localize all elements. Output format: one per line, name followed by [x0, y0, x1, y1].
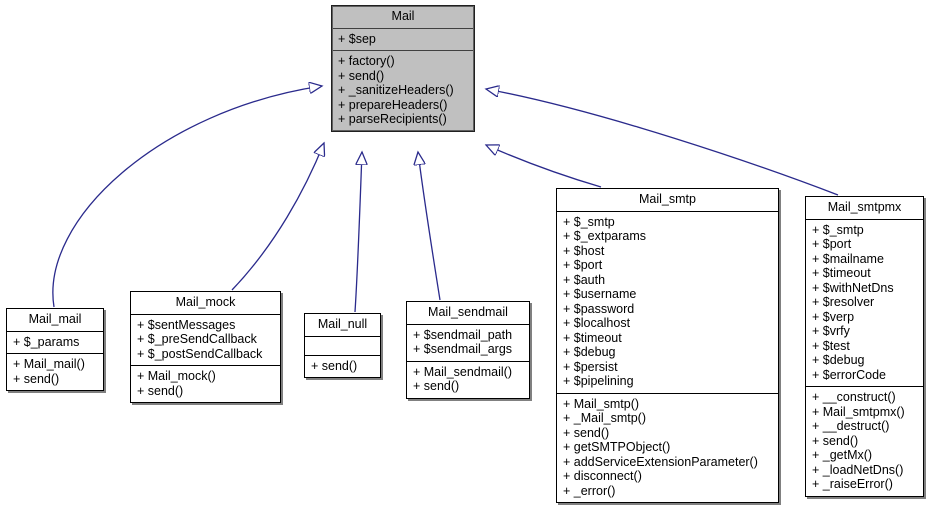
class-attributes-mail_smtpmx: + $_smtp + $port + $mailname + $timeout …: [806, 219, 923, 387]
class-name-mail_mail: Mail_mail: [7, 309, 103, 332]
class-member: + $sendmail_args: [413, 342, 513, 356]
class-member: + disconnect(): [563, 469, 642, 483]
class-methods-mail: + factory() + send() + _sanitizeHeaders(…: [332, 51, 474, 131]
class-attributes-mail_mock: + $sentMessages + $_preSendCallback + $_…: [131, 314, 280, 366]
class-member: + $port: [812, 237, 852, 251]
class-member: + $password: [563, 301, 635, 316]
class-box-mail_mail[interactable]: Mail_mail + $_params + Mail_mail() + sen…: [6, 308, 104, 391]
class-member: + $_params: [13, 334, 80, 349]
class-member: + _sanitizeHeaders(): [338, 83, 454, 97]
class-member: + send(): [137, 383, 184, 398]
class-member: + parseRecipients(): [338, 112, 447, 126]
class-name-mail_null: Mail_null: [305, 314, 380, 337]
class-name-mail_sendmail: Mail_sendmail: [407, 302, 529, 325]
class-name-mail_mock: Mail_mock: [131, 292, 280, 315]
class-member: + $verp: [812, 309, 855, 324]
edge-mail_mail-to-mail: [52, 86, 322, 308]
class-member: + $mailname: [812, 251, 884, 266]
class-name-mail: Mail: [332, 6, 474, 29]
class-member: + send(): [13, 371, 60, 386]
class-member: + send(): [413, 379, 460, 393]
class-member: + $sep: [338, 31, 376, 46]
class-name-mail_smtpmx: Mail_smtpmx: [806, 197, 923, 220]
class-member: + _raiseError(): [812, 477, 893, 491]
class-member: + send(): [338, 68, 385, 83]
class-member: + Mail_smtpmx(): [812, 404, 905, 419]
edge-mail_smtp-to-mail: [486, 145, 602, 188]
class-member: + $_extparams: [563, 229, 647, 243]
class-member: + factory(): [338, 54, 395, 68]
class-member: + $username: [563, 287, 637, 301]
class-methods-mail_mock: + Mail_mock() + send(): [131, 366, 280, 402]
class-member: + $vrfy: [812, 324, 850, 338]
class-member: + $resolver: [812, 295, 875, 309]
class-box-mail[interactable]: Mail + $sep + factory() + send() + _sani…: [331, 5, 475, 132]
class-box-mail_mock[interactable]: Mail_mock + $sentMessages + $_preSendCal…: [130, 291, 281, 403]
class-member: + send(): [563, 425, 610, 440]
edge-mail_null-to-mail: [354, 152, 362, 313]
class-member: + $sentMessages: [137, 317, 236, 332]
class-member: + $_postSendCallback: [137, 346, 263, 361]
class-member: + Mail_sendmail(): [413, 364, 512, 379]
class-member: + prepareHeaders(): [338, 97, 448, 112]
class-member: + Mail_mail(): [13, 357, 85, 371]
class-member: + addServiceExtensionParameter(): [563, 454, 758, 469]
class-member: + _getMx(): [812, 448, 873, 462]
class-attributes-mail_smtp: + $_smtp + $_extparams + $host + $port +…: [557, 211, 778, 394]
class-member: + $_smtp: [563, 214, 615, 229]
class-member: + $host: [563, 243, 605, 258]
class-attributes-mail_null: [305, 336, 380, 356]
class-attributes-mail: + $sep: [332, 28, 474, 51]
edge-mail_sendmail-to-mail: [418, 152, 441, 301]
class-member: + $debug: [812, 353, 865, 367]
class-member: + _error(): [563, 483, 616, 498]
class-member: + _loadNetDns(): [812, 462, 904, 477]
class-box-mail_smtp[interactable]: Mail_smtp + $_smtp + $_extparams + $host…: [556, 188, 779, 503]
class-methods-mail_smtpmx: + __construct() + Mail_smtpmx() + __dest…: [806, 387, 923, 496]
class-member: + $_preSendCallback: [137, 332, 257, 346]
class-member: + send(): [311, 358, 358, 373]
class-box-mail_smtpmx[interactable]: Mail_smtpmx + $_smtp + $port + $mailname…: [805, 196, 924, 497]
class-member: + Mail_smtp(): [563, 396, 640, 411]
class-member: + $port: [563, 258, 603, 272]
class-box-mail_null[interactable]: Mail_null + send(): [304, 313, 381, 378]
class-member: + $persist: [563, 359, 618, 374]
class-member: + _Mail_smtp(): [563, 411, 647, 425]
class-box-mail_sendmail[interactable]: Mail_sendmail + $sendmail_path + $sendma…: [406, 301, 530, 399]
class-member: + $pipelining: [563, 374, 634, 388]
class-methods-mail_null: + send(): [305, 355, 380, 377]
class-member: + $_smtp: [812, 222, 864, 237]
class-member: + send(): [812, 433, 859, 448]
class-member: + $withNetDns: [812, 280, 894, 295]
class-member: + $debug: [563, 345, 616, 359]
class-member: + $timeout: [563, 330, 622, 345]
class-member: + $errorCode: [812, 367, 886, 382]
class-member: + $timeout: [812, 266, 871, 280]
class-member: + __construct(): [812, 390, 896, 404]
class-member: + $test: [812, 338, 850, 353]
class-member: + $auth: [563, 272, 606, 287]
class-member: + __destruct(): [812, 419, 890, 433]
class-attributes-mail_mail: + $_params: [7, 331, 103, 354]
class-member: + $sendmail_path: [413, 327, 513, 342]
class-methods-mail_mail: + Mail_mail() + send(): [7, 354, 103, 390]
class-attributes-mail_sendmail: + $sendmail_path + $sendmail_args: [407, 324, 529, 362]
class-member: + Mail_mock(): [137, 369, 216, 383]
edge-mail_smtpmx-to-mail: [486, 89, 839, 196]
class-methods-mail_smtp: + Mail_smtp() + _Mail_smtp() + send() + …: [557, 393, 778, 502]
class-member: + $localhost: [563, 316, 631, 330]
class-member: + getSMTPObject(): [563, 440, 671, 454]
class-methods-mail_sendmail: + Mail_sendmail() + send(): [407, 361, 529, 398]
edge-mail_mock-to-mail: [231, 143, 324, 291]
class-name-mail_smtp: Mail_smtp: [557, 189, 778, 212]
